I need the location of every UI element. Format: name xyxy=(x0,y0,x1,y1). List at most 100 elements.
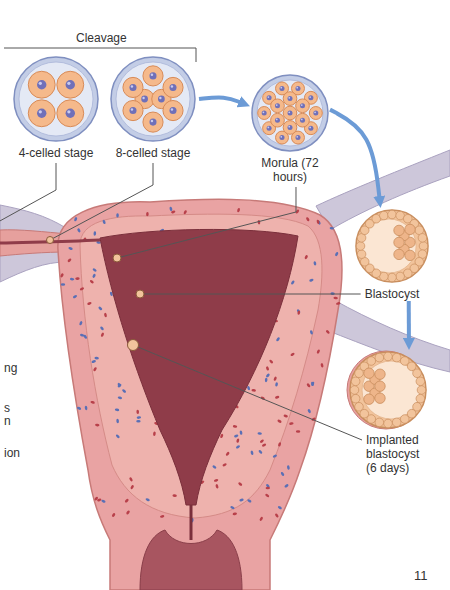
vessel-dot xyxy=(335,252,339,257)
illustration-part xyxy=(252,75,328,151)
illustration-part xyxy=(28,71,55,98)
embryo-stage: Blastocyst xyxy=(354,208,430,301)
vessel-dot xyxy=(90,401,95,405)
partial-label: s xyxy=(4,401,10,415)
illustration-part xyxy=(308,126,313,131)
vessel-dot xyxy=(316,349,320,354)
illustration-part xyxy=(413,369,422,378)
illustration-part xyxy=(356,242,365,251)
vessel-dot xyxy=(277,419,282,423)
blood-vessels xyxy=(60,206,341,522)
vessel-dot xyxy=(306,217,311,222)
vessel-dot xyxy=(311,381,315,386)
embryo-shape xyxy=(250,73,330,153)
illustration-part xyxy=(416,377,425,386)
illustration-part xyxy=(364,394,374,404)
illustration-part xyxy=(288,126,290,128)
illustration-part xyxy=(288,125,293,130)
vessel-dot xyxy=(313,261,316,266)
illustration-part xyxy=(375,369,385,379)
illustration-part xyxy=(67,82,70,85)
vessel-dot xyxy=(309,278,314,282)
vessel-dot xyxy=(60,273,64,278)
vessel-dot xyxy=(336,302,341,305)
vessel-dot xyxy=(94,496,99,501)
illustration-part xyxy=(405,224,415,234)
vessel-dot xyxy=(146,212,149,217)
illustration-part xyxy=(288,96,293,101)
vessel-dot xyxy=(94,357,99,360)
illustration-part xyxy=(39,110,42,113)
illustration-part xyxy=(283,106,297,120)
vessel-dot xyxy=(136,410,139,415)
vessel-dot xyxy=(276,337,281,342)
vessel-dot xyxy=(79,287,84,291)
illustration-part xyxy=(396,272,405,281)
illustration-part xyxy=(417,386,426,395)
vessel-dot xyxy=(290,280,295,285)
illustration-part xyxy=(355,402,364,411)
stage-label: Morula (72 hours) xyxy=(250,156,330,184)
vessel-dot xyxy=(115,408,120,411)
vessel-dot xyxy=(126,510,131,515)
vessel-dot xyxy=(93,367,98,372)
illustration-part xyxy=(419,242,428,251)
illustration-part xyxy=(123,77,143,97)
vessel-dot xyxy=(92,273,96,278)
vessel-dot xyxy=(297,310,300,315)
embryo-stage: 8-celled stage xyxy=(107,55,199,160)
vessel-dot xyxy=(310,330,314,335)
stage-label: Implanted blastocyst (6 days) xyxy=(346,433,430,475)
vessel-dot xyxy=(115,434,120,439)
vessel-dot xyxy=(116,419,119,424)
vessel-dot xyxy=(237,208,241,213)
vessel-dot xyxy=(98,306,103,311)
illustration-part xyxy=(309,96,311,98)
illustration-part xyxy=(351,394,360,403)
illustration-part xyxy=(364,368,374,378)
illustration-part xyxy=(375,393,385,403)
embryo-position xyxy=(128,340,139,351)
vessel-dot xyxy=(259,516,264,521)
vessel-dot xyxy=(258,449,263,454)
illustration-part xyxy=(362,219,416,273)
vessel-dot xyxy=(239,498,244,502)
vessel-dot xyxy=(84,406,87,411)
vessel-dot xyxy=(122,389,127,394)
embryo-position xyxy=(47,237,54,244)
vessel-dot xyxy=(257,432,262,435)
vessel-dot xyxy=(212,465,217,470)
embryo-shape xyxy=(107,55,199,143)
illustration-part xyxy=(309,107,322,120)
stage-label: 4-celled stage xyxy=(10,146,102,160)
illustration-part xyxy=(295,135,300,140)
vessel-dot xyxy=(287,465,290,470)
vessel-dot xyxy=(289,422,294,425)
illustration-part xyxy=(149,119,156,126)
vessel-dot xyxy=(95,424,100,427)
illustration-part xyxy=(314,111,316,113)
vessel-dot xyxy=(236,438,240,443)
vessel-dot xyxy=(230,506,235,510)
vessel-dot xyxy=(316,219,320,224)
illustration-part xyxy=(400,415,409,424)
illustration-part xyxy=(380,211,389,220)
vessel-dot xyxy=(234,434,239,438)
illustration-part xyxy=(308,95,313,100)
vessel-dot xyxy=(259,439,264,444)
vessel-dot xyxy=(238,482,243,487)
vessel-dot xyxy=(160,515,165,518)
vessel-dot xyxy=(111,512,116,517)
illustration-part xyxy=(171,85,173,87)
vessel-dot xyxy=(329,227,334,230)
illustration-part xyxy=(384,419,393,428)
vessel-dot xyxy=(214,479,219,483)
illustration-part xyxy=(394,249,404,259)
illustration-part xyxy=(57,71,84,98)
vessel-dot xyxy=(317,220,321,225)
embryo-stage: Morula (72 hours) xyxy=(250,73,330,184)
illustration-part xyxy=(288,97,290,99)
leader-line xyxy=(0,163,56,222)
vessel-dot xyxy=(306,383,311,388)
illustration-part xyxy=(394,237,404,247)
